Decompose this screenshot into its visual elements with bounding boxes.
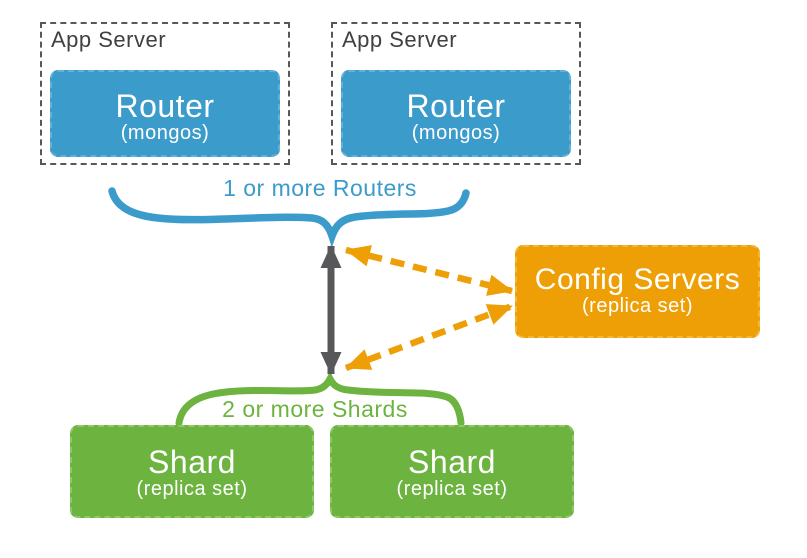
config-servers-subtitle: (replica set) <box>582 295 693 318</box>
app-server-label: App Server <box>51 27 167 52</box>
router-box-2: Router (mongos) <box>341 70 571 157</box>
shard-box-2: Shard (replica set) <box>330 425 574 518</box>
app-server-box-2: App Server Router (mongos) <box>331 22 581 165</box>
router-subtitle: (mongos) <box>411 122 501 145</box>
config-router-arrow <box>345 245 513 296</box>
shard-title: Shard <box>148 443 236 480</box>
shard-subtitle: (replica set) <box>136 478 248 501</box>
router-subtitle: (mongos) <box>120 122 210 145</box>
shard-subtitle: (replica set) <box>396 478 508 501</box>
app-server-box-1: App Server Router (mongos) <box>40 22 290 165</box>
routers-count-note: 1 or more Routers <box>223 175 417 201</box>
shards-count-note: 2 or more Shards <box>222 396 408 422</box>
shard-box-1: Shard (replica set) <box>70 425 314 518</box>
router-title: Router <box>115 87 215 124</box>
router-title: Router <box>406 87 506 124</box>
config-shard-arrow <box>344 302 514 372</box>
app-server-label: App Server <box>342 27 458 52</box>
router-box-1: Router (mongos) <box>50 70 280 157</box>
config-servers-box: Config Servers (replica set) <box>515 245 760 338</box>
config-servers-title: Config Servers <box>534 262 741 296</box>
shard-title: Shard <box>408 443 496 480</box>
